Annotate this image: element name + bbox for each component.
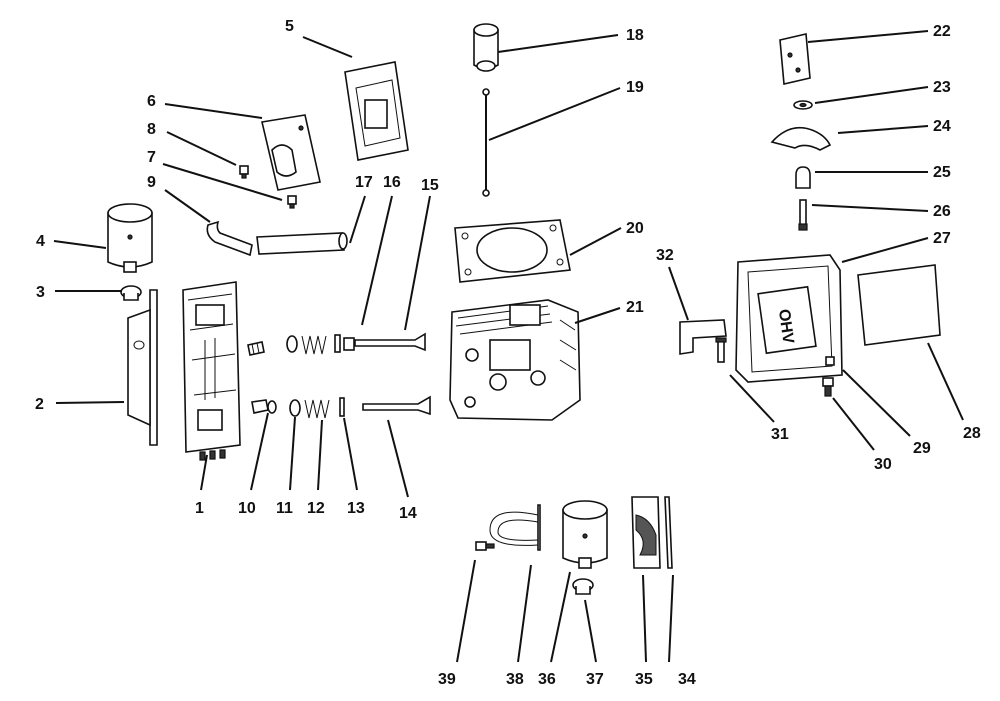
callout-23: 23 [933,79,951,96]
part-hose-9 [206,220,253,257]
callout-27: 27 [933,230,951,247]
part-block-35 [631,496,661,569]
part-plug-3 [120,285,142,301]
callout-9: 9 [147,174,156,191]
callout-17: 17 [355,174,373,191]
callout-25: 25 [933,164,951,181]
callout-11: 11 [276,500,293,517]
callout-38: 38 [506,671,524,688]
part-valve-keeper-upper [247,341,265,356]
callout-31: 31 [771,426,789,443]
callout-10: 10 [238,500,256,517]
part-valve-spring-12 [304,399,330,419]
part-gasket-28 [857,264,941,346]
callout-32: 32 [656,247,674,264]
callout-29: 29 [913,440,931,457]
part-screw-7 [287,195,297,209]
callout-labels: 1 2 3 4 5 6 7 8 9 10 11 12 13 14 15 16 1… [35,18,981,688]
part-valve-seal-13 [339,397,345,417]
callout-19: 19 [626,79,644,96]
callout-6: 6 [147,93,156,110]
callout-5: 5 [285,18,294,35]
part-screw-8 [239,165,249,179]
callout-34: 34 [678,671,696,688]
part-valve-14 [362,395,431,416]
part-bracket-32 [679,319,727,355]
callout-39: 39 [438,671,456,688]
part-pushrod-19 [482,88,490,197]
callout-1: 1 [195,500,204,517]
callout-37: 37 [586,671,604,688]
callout-20: 20 [626,220,644,237]
callout-2: 2 [35,396,44,413]
part-valve-16 [334,332,426,353]
part-fitting-29 [825,356,835,366]
part-valve-cover-27: OHV [735,254,843,383]
part-strap-38 [489,504,541,551]
part-crankcase [182,281,241,461]
leader-lines [53,30,964,663]
callout-21: 21 [626,299,644,316]
part-rocker-24 [770,126,832,151]
part-head-gasket-20 [454,219,571,283]
part-screw-39 [475,541,495,551]
callout-26: 26 [933,203,951,220]
callout-12: 12 [307,500,325,517]
part-clip-22 [779,33,811,85]
part-gasket-plate [127,289,158,446]
callout-7: 7 [147,149,156,166]
part-cover-6 [261,114,321,191]
part-valve-retainer-11 [289,399,301,417]
callout-35: 35 [635,671,653,688]
part-plug-37 [572,578,594,595]
valve-cover-text: OHV [775,308,797,345]
callout-36: 36 [538,671,556,688]
callout-3: 3 [36,284,45,301]
part-strip-34 [664,496,673,569]
part-fitting-30 [822,377,834,397]
part-hose-17 [256,232,348,255]
callout-4: 4 [36,233,45,250]
callout-16: 16 [383,174,401,191]
callout-15: 15 [421,177,439,194]
part-pivot-25 [795,166,811,189]
callout-24: 24 [933,118,951,135]
part-valve-keeper-10 [251,399,277,414]
callout-8: 8 [147,121,156,138]
callout-18: 18 [626,27,644,44]
callout-14: 14 [399,505,417,522]
callout-22: 22 [933,23,951,40]
part-tube-18 [473,23,499,72]
part-bolt-31 [715,337,727,363]
callout-13: 13 [347,500,365,517]
part-stud-26 [798,199,808,231]
part-washer-23 [793,100,813,110]
part-valve-spring-upper [301,335,327,355]
part-cylinder-head-21 [449,299,581,421]
part-cover-5 [344,61,409,161]
part-valve-retainer-upper [286,335,298,353]
callout-30: 30 [874,456,892,473]
part-cup-4 [107,203,153,273]
callout-28: 28 [963,425,981,442]
part-cup-36 [562,500,608,569]
